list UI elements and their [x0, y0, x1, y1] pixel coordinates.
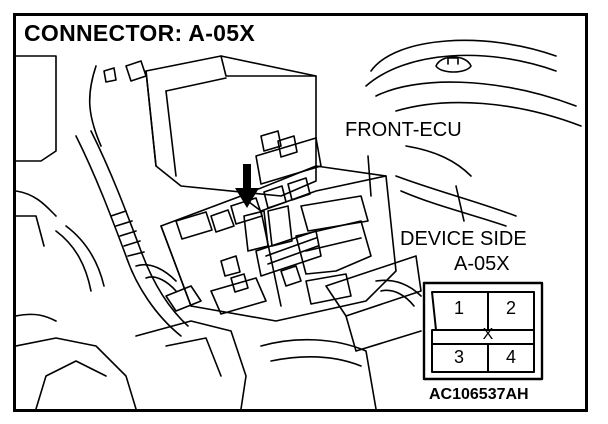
center-mark-label: X — [482, 326, 494, 343]
relay-box-outline — [88, 55, 317, 197]
device-code-label: A-05X — [452, 253, 512, 276]
front-ecu-label: FRONT-ECU — [343, 119, 464, 142]
connector-face — [422, 281, 544, 381]
device-side-label: DEVICE SIDE — [398, 228, 529, 251]
round-reservoir-outline — [365, 39, 582, 127]
diagram-code-label: AC106537AH — [427, 386, 531, 404]
connector-arrow — [235, 164, 259, 208]
leader-lines — [367, 145, 472, 222]
right-side-pipes — [325, 175, 517, 352]
pin-3-label: 3 — [453, 347, 464, 367]
pin-2-label: 2 — [505, 298, 516, 318]
wiring-harness — [55, 130, 202, 337]
engine-bay-illustration — [16, 39, 582, 409]
diagram-frame: CONNECTOR: A-05X FRONT-ECU DEVICE SIDE A… — [13, 13, 588, 412]
pin-4-label: 4 — [505, 347, 516, 367]
pin-1-label: 1 — [453, 298, 464, 318]
lower-left-structures — [16, 320, 377, 409]
left-panel-outline — [16, 55, 57, 322]
connector-title: CONNECTOR: A-05X — [22, 20, 261, 47]
